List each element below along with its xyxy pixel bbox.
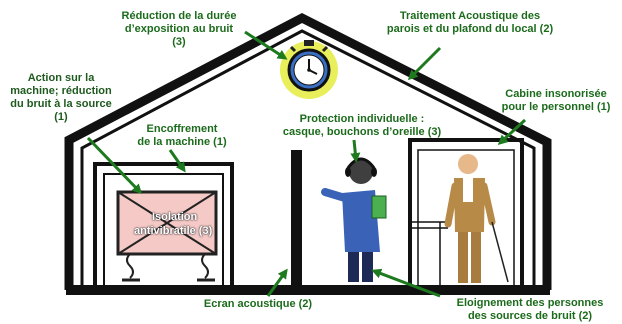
label-anti-vibration-isolation: Isolation antivibratile (3): [134, 211, 213, 237]
arrow-source: [86, 136, 143, 195]
arrow-protection: [350, 139, 361, 163]
stopwatch-icon: [280, 40, 338, 99]
arrow-distance: [371, 268, 441, 298]
arrow-exposure: [244, 30, 288, 60]
arrow-screen: [266, 268, 288, 297]
arrow-enclosure: [168, 149, 186, 173]
label-individual-protection: Protection individuelle : casque, boucho…: [282, 113, 442, 138]
arrow-cabin: [497, 118, 527, 146]
acoustic-screen: [291, 150, 302, 288]
arrow-acoustic: [407, 46, 442, 81]
label-machine-enclosure: Encoffrement de la machine (1): [137, 123, 227, 148]
machine-enclosure: [93, 162, 234, 285]
label-source-action: Action sur la machine; réduction du brui…: [10, 72, 112, 123]
label-exposure-reduction: Réduction de la durée d’exposition au br…: [121, 10, 237, 48]
soundproof-cabin: [408, 138, 524, 285]
worker-with-ear-protection-icon: [321, 157, 387, 282]
label-soundproof-cabin: Cabine insonorisée pour le personnel (1): [501, 88, 611, 113]
floor: [66, 285, 550, 295]
label-acoustic-treatment: Traitement Acoustique des parois et du p…: [386, 10, 554, 35]
arrows: [86, 30, 527, 298]
house-frame: [64, 12, 552, 290]
machine: [116, 190, 218, 282]
label-acoustic-screen: Ecran acoustique (2): [203, 298, 313, 310]
standing-person-with-cane-icon: [444, 154, 509, 283]
label-distance-from-sources: Eloignement des personnes des sources de…: [456, 297, 604, 322]
